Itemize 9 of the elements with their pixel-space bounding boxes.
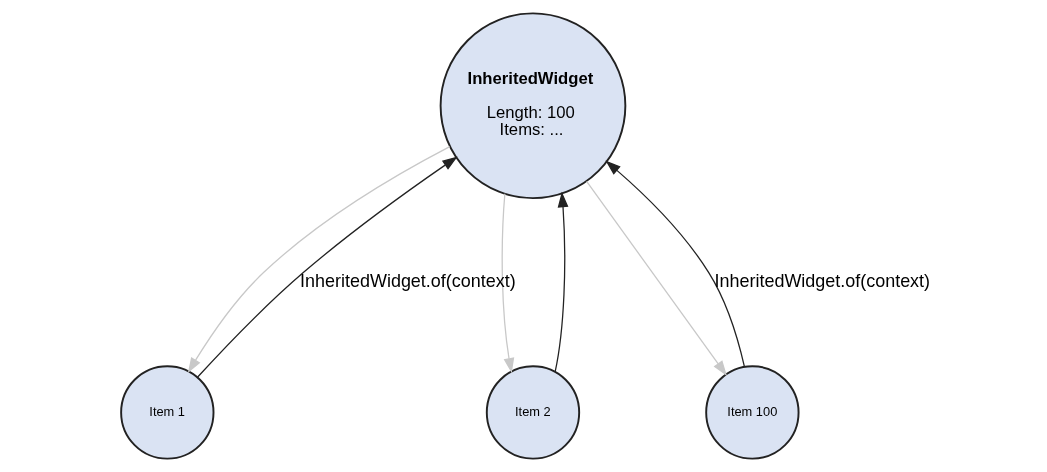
arrow [585,180,727,376]
arrow [604,160,745,368]
arrow [554,191,568,373]
arrow [501,193,514,374]
node-circle: Item 2 [485,365,580,460]
node-circle: Item 1 [119,365,214,460]
edge-label: InheritedWidget.of(context) [714,270,930,291]
edge-label: InheritedWidget.of(context) [299,270,516,291]
node-circle: Item 100 [704,365,800,460]
